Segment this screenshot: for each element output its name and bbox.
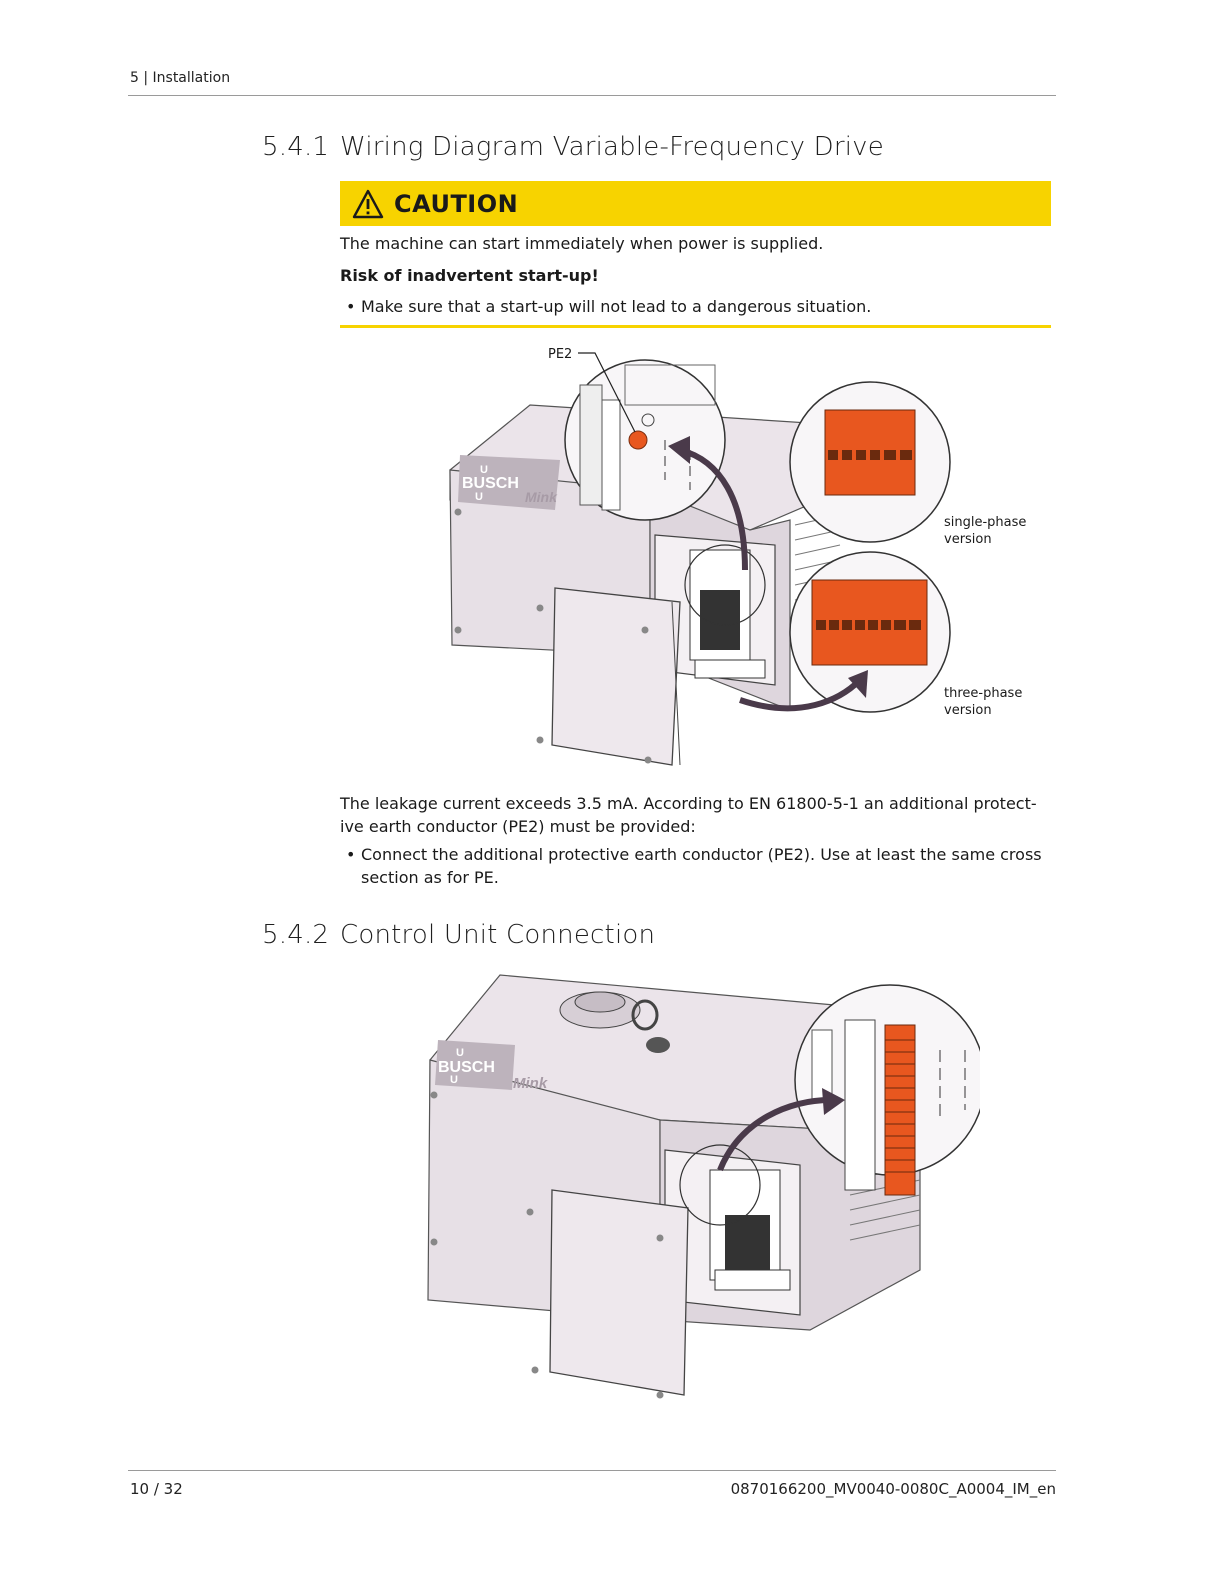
pe2-step-item: • Connect the additional protective eart… xyxy=(346,843,1046,889)
pe2-label: PE2 xyxy=(548,347,573,362)
brand-logo-2-u-top: U xyxy=(456,1047,464,1059)
brand-logo-2-u-bottom: U xyxy=(450,1074,458,1086)
model-logo: Mink xyxy=(525,489,558,505)
vfd-wiring-illustration: BUSCH U U Mink xyxy=(449,352,951,766)
caution-action-item: • Make sure that a start-up will not lea… xyxy=(346,295,1046,318)
leakage-paragraph: The leakage current exceeds 3.5 mA. Acco… xyxy=(340,794,1037,836)
caution-action-text: Make sure that a start-up will not lead … xyxy=(361,297,872,316)
caution-banner: CAUTION xyxy=(340,181,1051,226)
single-phase-label: single-phase version xyxy=(944,515,1027,547)
caution-statement: The machine can start immediately when p… xyxy=(340,234,824,253)
page-number: 10 / 32 xyxy=(130,1480,183,1498)
caution-risk: Risk of inadvertent start-up! xyxy=(340,266,599,285)
header-rule xyxy=(128,95,1056,96)
brand-logo: BUSCH xyxy=(462,475,519,492)
pe2-step-text: Connect the additional protective earth … xyxy=(361,845,1042,887)
three-phase-label: three-phase version xyxy=(944,686,1023,718)
brand-logo-2: BUSCH xyxy=(438,1059,495,1076)
brand-logo-u-top: U xyxy=(480,464,488,476)
section-542-number: 5.4.2 xyxy=(262,920,330,950)
section-542-title: 5.4.2 Control Unit Connection xyxy=(262,920,655,950)
section-541-number: 5.4.1 xyxy=(262,132,330,162)
caution-label: CAUTION xyxy=(394,189,519,218)
section-541-heading: Wiring Diagram Variable-Frequency Drive xyxy=(340,132,884,162)
control-unit-figure: BUSCH U U Mink xyxy=(420,970,986,1410)
caution-bottom-rule xyxy=(340,325,1051,328)
brand-logo-u-bottom: U xyxy=(475,491,483,503)
warning-triangle-icon xyxy=(352,189,384,218)
vfd-wiring-figure: BUSCH U U Mink xyxy=(440,340,1060,780)
section-541-title: 5.4.1 Wiring Diagram Variable-Frequency D… xyxy=(262,132,884,162)
footer-rule xyxy=(128,1470,1056,1471)
document-id: 0870166200_MV0040-0080C_A0004_IM_en xyxy=(730,1480,1056,1498)
model-logo-2: Mink xyxy=(513,1075,548,1092)
control-unit-illustration: BUSCH U U Mink xyxy=(427,974,986,1399)
running-header: 5 | Installation xyxy=(130,70,231,86)
section-542-heading: Control Unit Connection xyxy=(340,920,656,950)
